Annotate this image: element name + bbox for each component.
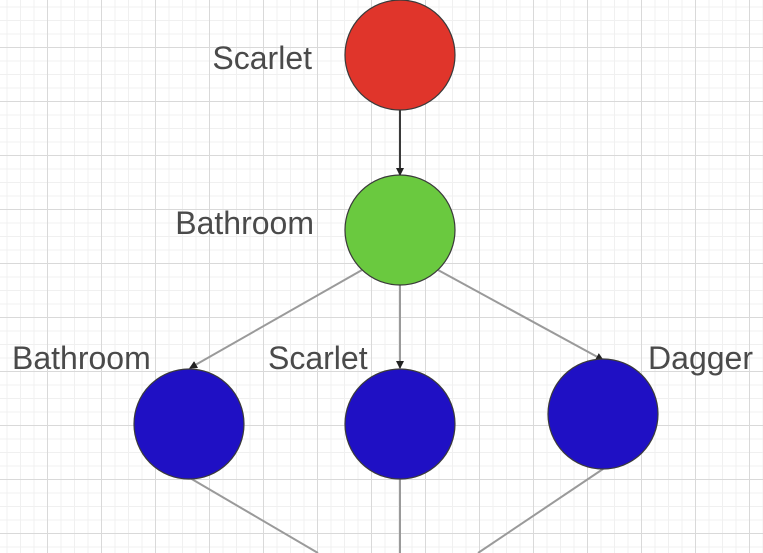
edge-middle-to-left xyxy=(189,269,363,369)
node-middle-label: Bathroom xyxy=(175,205,314,241)
edge-left-down xyxy=(189,477,319,553)
node-left-circle[interactable] xyxy=(133,368,245,480)
node-root-circle[interactable] xyxy=(344,0,456,111)
node-center-circle[interactable] xyxy=(344,368,456,480)
edge-right-down xyxy=(477,468,604,553)
node-middle-circle[interactable] xyxy=(344,174,456,286)
node-center-label: Scarlet xyxy=(268,340,368,376)
node-right-circle[interactable] xyxy=(547,358,659,470)
node-root-label: Scarlet xyxy=(212,40,312,76)
node-left-label: Bathroom xyxy=(12,340,151,376)
node-right-label: Dagger xyxy=(648,340,753,376)
edge-middle-to-right xyxy=(437,269,604,361)
